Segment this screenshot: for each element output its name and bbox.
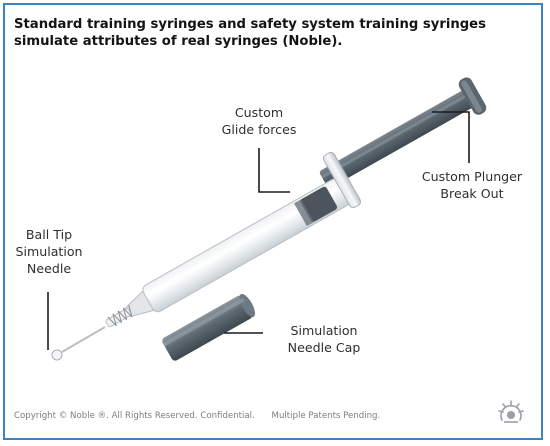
simulation-needle-cap bbox=[162, 293, 256, 361]
label-simulation-needle-cap: Simulation Needle Cap bbox=[268, 322, 380, 356]
label-ball-line-1: Ball Tip bbox=[25, 227, 73, 242]
leader-lines bbox=[47, 111, 470, 350]
label-plunger-line-2: Break Out bbox=[440, 186, 504, 201]
label-cap-line-1: Simulation bbox=[290, 323, 358, 338]
label-glide-line-1: Custom bbox=[234, 105, 284, 120]
footer: Copyright © Noble ®. All Rights Reserved… bbox=[14, 411, 380, 421]
figure-title: Standard training syringes and safety sy… bbox=[14, 17, 486, 49]
label-ball-line-3: Needle bbox=[26, 261, 72, 276]
label-ball-tip-simulation-needle: Ball Tip Simulation Needle bbox=[14, 226, 84, 277]
patents-text: Multiple Patents Pending. bbox=[271, 411, 381, 421]
label-glide-line-2: Glide forces bbox=[221, 122, 297, 137]
label-cap-line-2: Needle Cap bbox=[287, 340, 361, 355]
label-custom-glide-forces: Custom Glide forces bbox=[204, 104, 314, 138]
ball-tip-needle bbox=[51, 326, 106, 361]
finger-flange bbox=[322, 151, 362, 209]
leader-plunger-break-out bbox=[432, 111, 470, 163]
plunger-rod bbox=[319, 77, 487, 188]
noble-sunburst-logo-icon bbox=[498, 400, 524, 423]
leader-glide-forces bbox=[258, 148, 290, 193]
label-custom-plunger-break-out: Custom Plunger Break Out bbox=[412, 168, 532, 202]
label-ball-line-2: Simulation bbox=[15, 244, 83, 259]
copyright-text: Copyright © Noble ®. All Rights Reserved… bbox=[14, 411, 255, 421]
label-plunger-line-1: Custom Plunger bbox=[421, 169, 523, 184]
syringe-barrel bbox=[105, 178, 350, 328]
